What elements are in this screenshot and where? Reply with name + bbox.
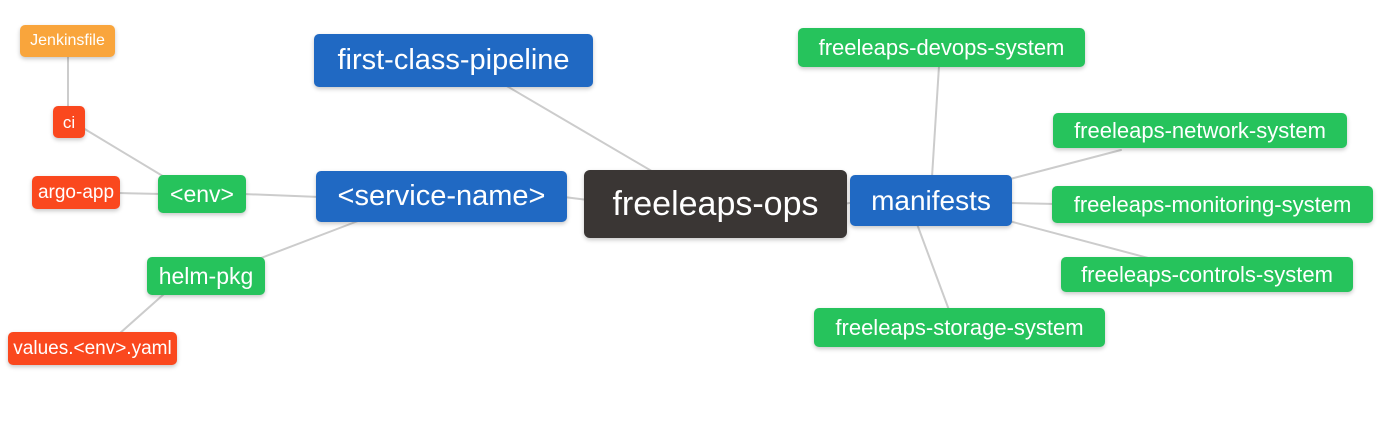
node-env[interactable]: <env> — [158, 175, 246, 213]
node-values-env-yaml[interactable]: values.<env>.yaml — [8, 332, 177, 365]
connector-manifests-devops — [931, 65, 940, 178]
node-manifests[interactable]: manifests — [850, 175, 1012, 226]
node-jenkinsfile[interactable]: Jenkinsfile — [20, 25, 115, 57]
node-argo-app[interactable]: argo-app — [32, 176, 120, 209]
node-freeleaps-devops-system[interactable]: freeleaps-devops-system — [798, 28, 1085, 67]
connector-ci-env — [82, 127, 167, 179]
connector-pipeline-freeleaps-ops — [504, 84, 656, 174]
connector-service-name-helm-pkg — [260, 220, 359, 259]
connector-manifests-monitoring — [1008, 202, 1057, 205]
connector-argo-app-env — [117, 192, 163, 195]
node-first-class-pipeline[interactable]: first-class-pipeline — [314, 34, 593, 87]
node-service-name[interactable]: <service-name> — [316, 171, 567, 222]
node-ci[interactable]: ci — [53, 106, 85, 138]
node-freeleaps-monitoring-system[interactable]: freeleaps-monitoring-system — [1052, 186, 1373, 223]
node-freeleaps-storage-system[interactable]: freeleaps-storage-system — [814, 308, 1105, 347]
connector-helm-pkg-values — [118, 293, 165, 335]
connector-manifests-network — [1009, 149, 1122, 180]
node-freeleaps-network-system[interactable]: freeleaps-network-system — [1053, 113, 1347, 148]
node-freeleaps-controls-system[interactable]: freeleaps-controls-system — [1061, 257, 1353, 292]
node-freeleaps-ops-root[interactable]: freeleaps-ops — [584, 170, 847, 238]
connector-env-service-name — [242, 193, 321, 198]
connector-manifests-controls — [1008, 220, 1153, 260]
node-helm-pkg[interactable]: helm-pkg — [147, 257, 265, 295]
connector-manifests-storage — [916, 223, 950, 311]
